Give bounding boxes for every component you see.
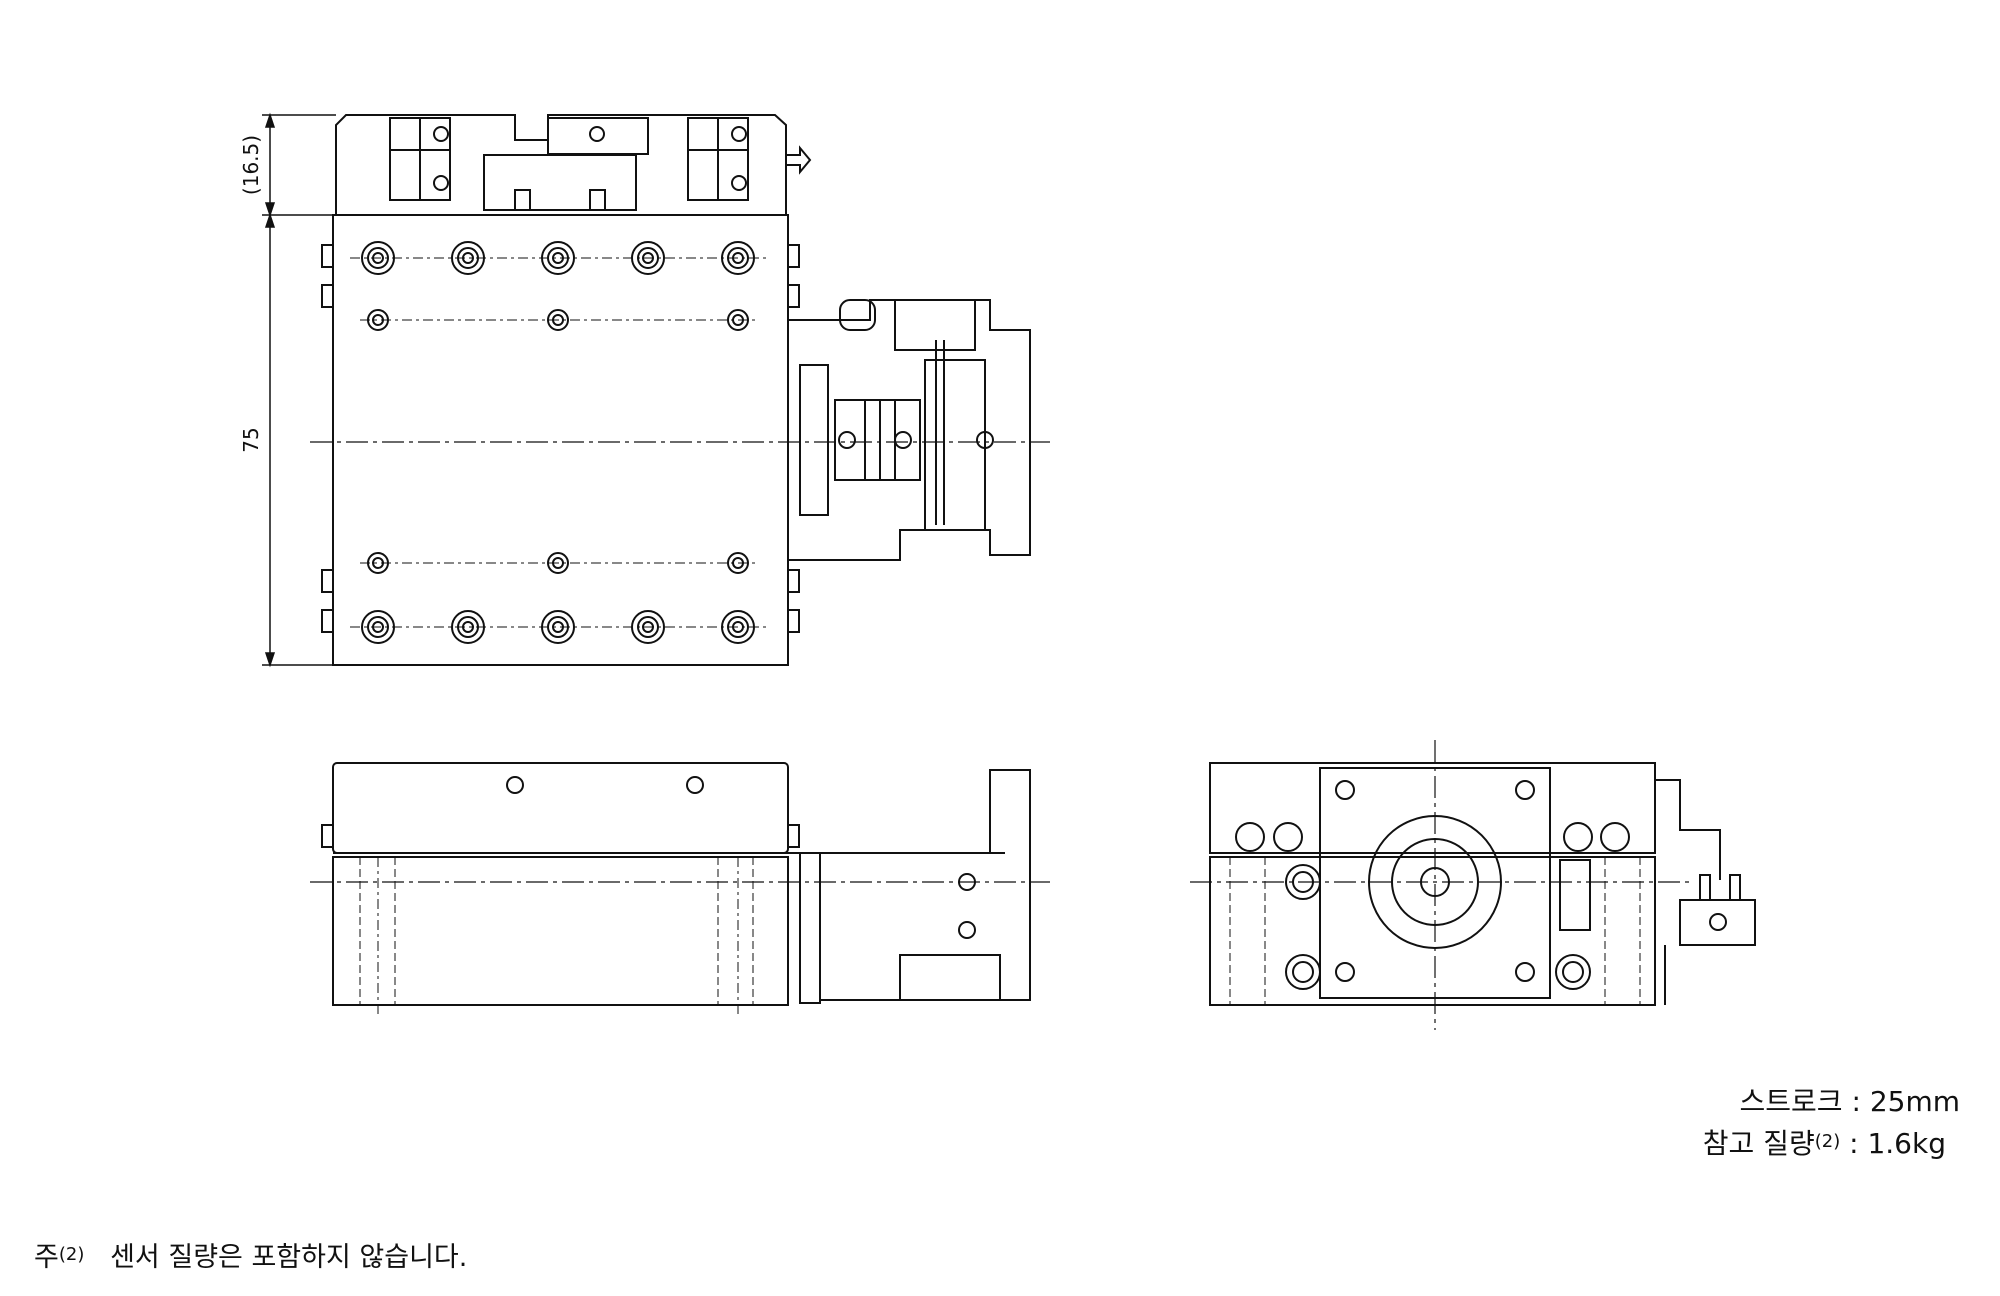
dim-body-height: 75 [239, 427, 263, 452]
side-table [1209, 762, 1656, 854]
footnote-ref: (2) [58, 1244, 85, 1265]
footnote-text: 센서 질량은 포함하지 않습니다. [110, 1242, 468, 1273]
front-base [332, 856, 789, 1006]
top-view: (16.5) 75 [239, 112, 1050, 668]
footnote: 주(2) 센서 질량은 포함하지 않습니다. [34, 1235, 467, 1274]
sensor-plate [483, 154, 637, 211]
mass-note-ref: (2) [1814, 1131, 1841, 1152]
mass-spec: 참고 질량(2) : 1.6kg [1702, 1127, 1946, 1160]
side-base [1209, 856, 1656, 1006]
mass-label: 참고 질량 [1702, 1127, 1815, 1160]
dim-top-height: (16.5) [239, 135, 263, 195]
stroke-label: 스트로크 [1739, 1085, 1843, 1118]
stroke-value: 25mm [1869, 1085, 1960, 1118]
stroke-spec: 스트로크 : 25mm [1739, 1085, 1960, 1118]
coupling [834, 399, 921, 481]
front-view [310, 762, 1050, 1015]
footnote-prefix: 주 [34, 1242, 59, 1273]
side-view [1190, 740, 1756, 1030]
table-plate [332, 214, 789, 666]
front-table [332, 762, 789, 854]
dimension-lines [262, 112, 336, 668]
sensor-screw-icon [433, 126, 449, 142]
mass-value: 1.6kg [1867, 1127, 1946, 1160]
